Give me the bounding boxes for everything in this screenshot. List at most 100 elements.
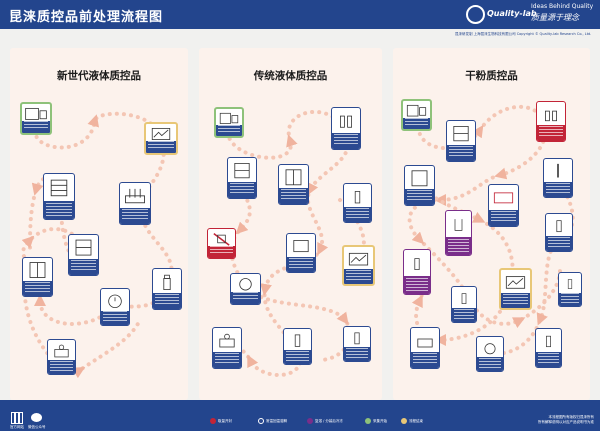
legend-label: 取量开封 (218, 418, 232, 423)
legend-dot (210, 418, 216, 424)
analyzer-icon (346, 249, 371, 269)
legend-label: 常温回温溶解 (266, 418, 287, 423)
plate-icon (491, 187, 516, 210)
rack-icon (230, 160, 254, 182)
timer-icon (103, 291, 127, 311)
legend-label: 采集开始 (373, 418, 387, 423)
step-card-end (499, 268, 532, 310)
legend-item: 常温回温溶解 (258, 418, 287, 424)
step-card (535, 328, 562, 368)
step-card (343, 326, 371, 362)
rack-icon (281, 167, 306, 188)
tube-icon (454, 289, 474, 308)
legend-label: 复溶 / 分装后冷冻 (315, 418, 343, 423)
qr-label: 官方网站 (10, 425, 24, 429)
step-card (331, 107, 361, 150)
panel-title: 干粉质控品 (465, 70, 518, 82)
tagline: Ideas Behind Quality (531, 3, 594, 10)
flow-path-panel1 (21, 111, 178, 326)
rack-icon (71, 237, 96, 259)
timer-icon (479, 339, 501, 358)
step-card-open (536, 101, 566, 142)
logo-text: Quality-lab (487, 9, 537, 18)
step-card-end (342, 245, 375, 286)
step-card (476, 336, 504, 372)
step-card (212, 327, 242, 369)
step-card (47, 339, 76, 375)
timer-icon (233, 276, 258, 293)
step-card (100, 288, 130, 326)
panel-title: 新世代液体质控品 (57, 70, 141, 82)
rack-icon (25, 260, 50, 281)
slogan: 质量源于理念 (531, 13, 579, 22)
tube-rack-icon (122, 185, 148, 208)
step-card (451, 286, 477, 323)
mixer-icon (413, 330, 437, 352)
legend-dot (365, 418, 371, 424)
step-card (410, 327, 440, 369)
step-card (558, 272, 582, 307)
step-card (488, 184, 519, 227)
footer-note-line: 本流程图所有版权归昆涞所有 (548, 415, 595, 419)
page-title: 昆涞质控品前处理流程图 (9, 10, 164, 25)
step-card (446, 120, 476, 162)
legend-item: 取量开封 (210, 418, 232, 424)
legend-label: 流程结束 (409, 418, 423, 423)
step-card (119, 182, 151, 225)
step-card (43, 173, 75, 220)
legend-item: 流程结束 (401, 418, 423, 424)
bottle-icon (155, 271, 179, 293)
copyright-line: 昆涞研发制 上海昆涞生物科技有限公司 Copyright © Quality-l… (455, 32, 592, 36)
step-card (278, 164, 309, 205)
step-card (283, 328, 312, 365)
quality-lab-logo-icon (466, 5, 485, 24)
beaker-icon (448, 213, 469, 237)
step-card (68, 234, 99, 276)
step-card (152, 268, 182, 310)
panel-title: 传统液体质控品 (253, 70, 328, 82)
footer-note: 本流程图所有版权归昆涞所有 所有解释说明以对应产品说明书为准 (508, 415, 594, 425)
legend-item: 采集开始 (365, 418, 387, 424)
rack-icon (449, 123, 473, 145)
mixer-icon (50, 342, 73, 361)
legend-item: 复溶 / 分装后冷冻 (307, 418, 343, 424)
qr-code-icon[interactable] (11, 412, 23, 424)
step-card (22, 257, 53, 297)
no-freeze-icon (210, 231, 233, 247)
step-card (286, 233, 316, 273)
fridge-icon (24, 106, 48, 122)
flow-path-panel1b (22, 278, 142, 379)
pipette-icon (546, 161, 570, 182)
tube-icon (334, 110, 358, 133)
wechat-icon[interactable] (31, 413, 42, 422)
rack-icon (46, 176, 72, 201)
step-card (230, 273, 261, 305)
step-card (227, 157, 257, 199)
vial-open-icon (539, 104, 563, 125)
step-card-start (20, 102, 52, 135)
analyzer-icon (503, 272, 528, 293)
mixer-icon (215, 330, 239, 352)
step-card-no-freeze (207, 228, 236, 259)
step-card-start (214, 107, 244, 138)
step-card (404, 165, 435, 206)
step-card-reconstitute (445, 210, 472, 256)
flow-path-panel3 (407, 104, 562, 329)
legend-dot (307, 418, 313, 424)
fridge-icon (405, 103, 428, 118)
footer-note-line: 所有解释说明以对应产品说明书为准 (538, 420, 594, 424)
header-bar: 昆涞质控品前处理流程图 Quality-lab Ideas Behind Qua… (0, 0, 600, 29)
tube-icon (548, 216, 570, 236)
tube-icon (286, 331, 309, 350)
step-card (343, 183, 372, 223)
analyzer-icon (148, 126, 174, 142)
vial-icon (346, 329, 368, 348)
vial-icon (346, 186, 369, 207)
tube-icon (538, 331, 559, 352)
step-card (543, 158, 573, 198)
footer-bar (0, 400, 600, 431)
legend-dot (401, 418, 407, 424)
vial-icon (406, 252, 428, 276)
step-card-end (144, 122, 178, 155)
